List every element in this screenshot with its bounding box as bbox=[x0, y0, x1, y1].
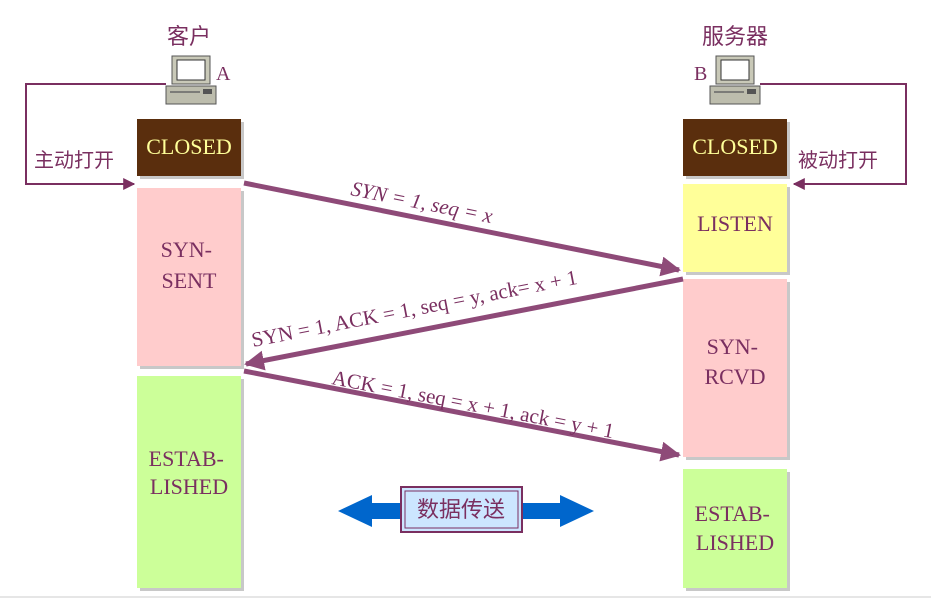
server-open-loop bbox=[760, 83, 907, 190]
server-state-synrcvd-line2: RCVD bbox=[704, 364, 765, 389]
client-title: 客户 bbox=[167, 25, 211, 50]
syn-arrow bbox=[243, 180, 681, 277]
data-transfer-label: 数据传送 bbox=[417, 498, 505, 523]
server-title: 服务器 bbox=[702, 25, 768, 50]
client-state-closed: CLOSED bbox=[146, 134, 232, 159]
client-action-label: 主动打开 bbox=[34, 148, 114, 172]
server-state-closed: CLOSED bbox=[692, 134, 778, 159]
server-computer-icon bbox=[709, 55, 761, 105]
client-state-established: ESTAB- LISHED bbox=[149, 446, 230, 499]
server-state-listen-box bbox=[683, 184, 787, 272]
ack-arrow bbox=[243, 368, 681, 462]
client-state-established-line2: LISHED bbox=[150, 474, 228, 499]
client-state-synsent-line1: SYN- bbox=[161, 237, 212, 262]
client-state-synsent-box bbox=[137, 188, 241, 366]
server-action-label: 被动打开 bbox=[798, 148, 878, 172]
client-state-synsent-line2: SENT bbox=[162, 268, 218, 293]
client-host-label: A bbox=[216, 63, 231, 85]
client-state-closed-box bbox=[137, 119, 241, 176]
client-state-established-line1: ESTAB- bbox=[149, 446, 224, 471]
server-state-established: ESTAB- LISHED bbox=[695, 501, 776, 555]
server-state-established-line1: ESTAB- bbox=[695, 501, 770, 526]
server-state-closed-box bbox=[683, 119, 787, 176]
server-state-synrcvd-box bbox=[683, 279, 787, 457]
server-state-synrcvd: SYN- RCVD bbox=[704, 334, 765, 389]
server-state-listen: LISTEN bbox=[697, 211, 773, 236]
server-state-synrcvd-line1: SYN- bbox=[707, 334, 758, 359]
server-state-established-box bbox=[683, 469, 787, 588]
syn-ack-arrow bbox=[244, 276, 684, 371]
client-state-synsent: SYN- SENT bbox=[161, 237, 218, 293]
server-host-label: B bbox=[694, 63, 707, 85]
data-transfer-label-box bbox=[400, 486, 523, 533]
client-open-loop bbox=[25, 83, 166, 190]
client-state-established-box bbox=[137, 376, 241, 588]
server-state-established-line2: LISHED bbox=[696, 530, 774, 555]
message-ack: ACK = 1, seq = x + 1, ack = y + 1 bbox=[330, 365, 616, 443]
client-computer-icon bbox=[165, 55, 217, 105]
